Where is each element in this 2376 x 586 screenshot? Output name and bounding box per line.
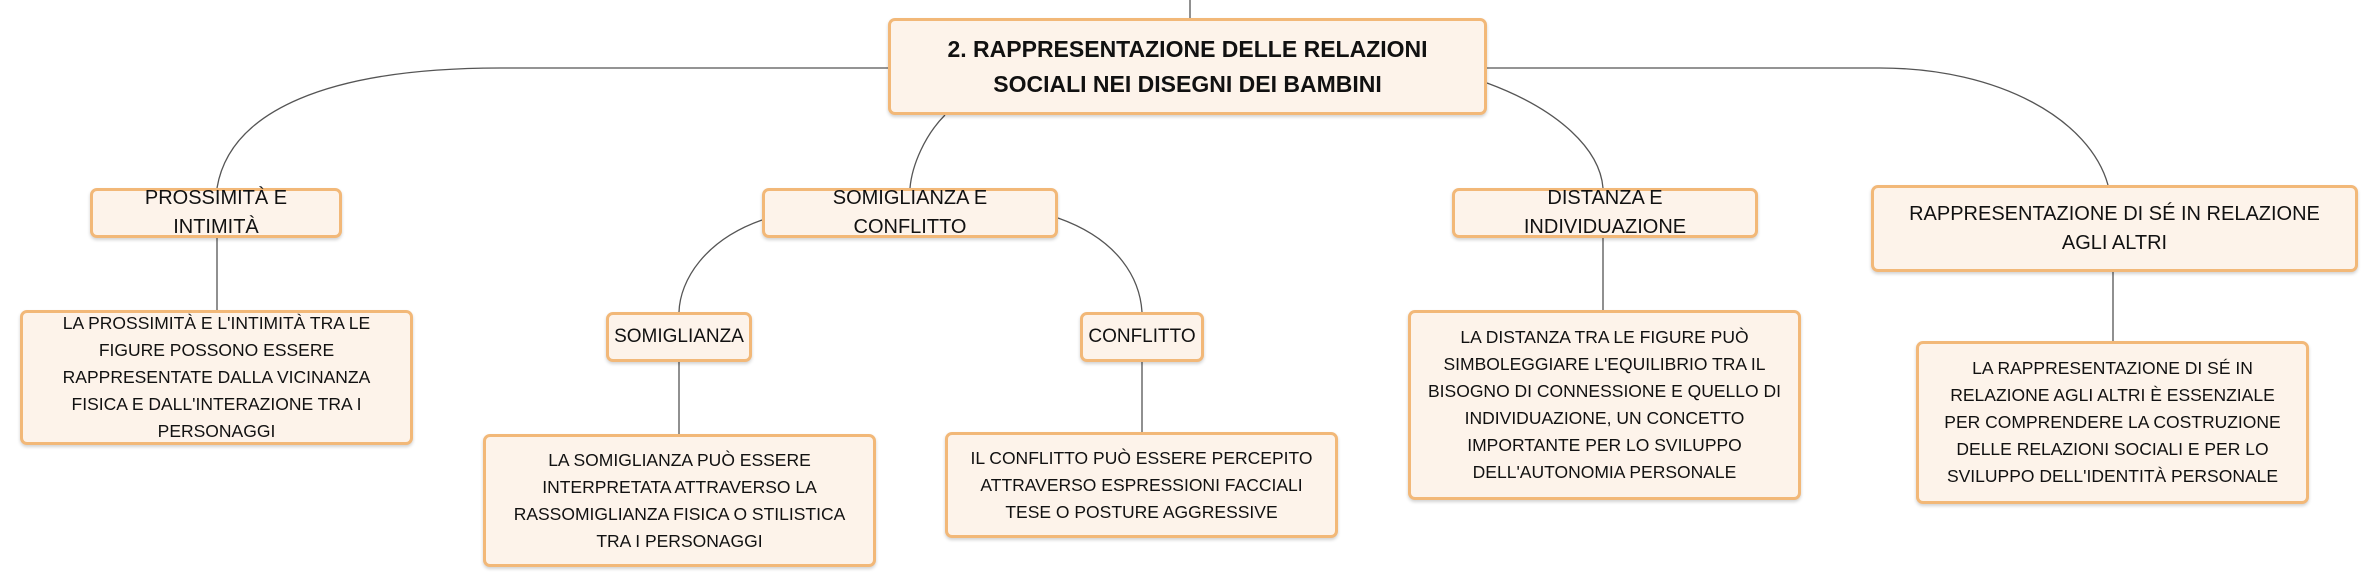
topic-label: RAPPRESENTAZIONE DI SÉ IN RELAZIONE AGLI… — [1909, 202, 2320, 254]
topic-prossimita-intimita[interactable]: PROSSIMITÀ E INTIMITÀ — [90, 187, 342, 238]
subtopic-conflitto[interactable]: CONFLITTO — [1080, 312, 1204, 362]
detail-distanza-individuazione[interactable]: LA DISTANZA TRA LE FIGURE PUÒ SIMBOLEGGI… — [1408, 310, 1801, 500]
detail-text: LA DISTANZA TRA LE FIGURE PUÒ SIMBOLEGGI… — [1428, 327, 1781, 482]
subtopic-somiglianza[interactable]: SOMIGLIANZA — [606, 312, 752, 362]
topic-label: SOMIGLIANZA E CONFLITTO — [832, 187, 988, 238]
detail-conflitto[interactable]: IL CONFLITTO PUÒ ESSERE PERCEPITO ATTRAV… — [945, 432, 1338, 538]
topic-label: DISTANZA E INDIVIDUAZIONE — [1523, 187, 1687, 238]
connector-root-prossimita — [216, 67, 888, 189]
detail-rappresentazione-di-se[interactable]: LA RAPPRESENTAZIONE DI SÉ IN RELAZIONE A… — [1916, 341, 2309, 504]
detail-text: IL CONFLITTO PUÒ ESSERE PERCEPITO ATTRAV… — [970, 447, 1313, 522]
topic-rappresentazione-di-se[interactable]: RAPPRESENTAZIONE DI SÉ IN RELAZIONE AGLI… — [1871, 185, 2358, 272]
root-title: 2. RAPPRESENTAZIONE DELLE RELAZIONI SOCI… — [947, 35, 1428, 97]
connector-root-somiglianza-conflitto — [909, 114, 946, 189]
detail-somiglianza[interactable]: LA SOMIGLIANZA PUÒ ESSERE INTERPRETATA A… — [483, 434, 876, 567]
connector-sc-somiglianza — [678, 219, 763, 313]
detail-prossimita-intimita[interactable]: LA PROSSIMITÀ E L'INTIMITÀ TRA LE FIGURE… — [20, 310, 413, 445]
detail-text: LA RAPPRESENTAZIONE DI SÉ IN RELAZIONE A… — [1944, 358, 2281, 486]
root-node[interactable]: 2. RAPPRESENTAZIONE DELLE RELAZIONI SOCI… — [888, 18, 1487, 115]
topic-distanza-individuazione[interactable]: DISTANZA E INDIVIDUAZIONE — [1452, 187, 1758, 238]
subtopic-label: SOMIGLIANZA — [614, 326, 744, 347]
topic-label: PROSSIMITÀ E INTIMITÀ — [144, 187, 288, 238]
subtopic-label: CONFLITTO — [1088, 326, 1196, 347]
connector-sc-conflitto — [1057, 217, 1143, 313]
connector-root-distanza — [1486, 82, 1604, 189]
detail-text: LA PROSSIMITÀ E L'INTIMITÀ TRA LE FIGURE… — [62, 313, 371, 441]
detail-text: LA SOMIGLIANZA PUÒ ESSERE INTERPRETATA A… — [513, 449, 846, 551]
topic-somiglianza-conflitto[interactable]: SOMIGLIANZA E CONFLITTO — [762, 187, 1058, 238]
connector-root-rappresentazione — [1487, 67, 2109, 186]
